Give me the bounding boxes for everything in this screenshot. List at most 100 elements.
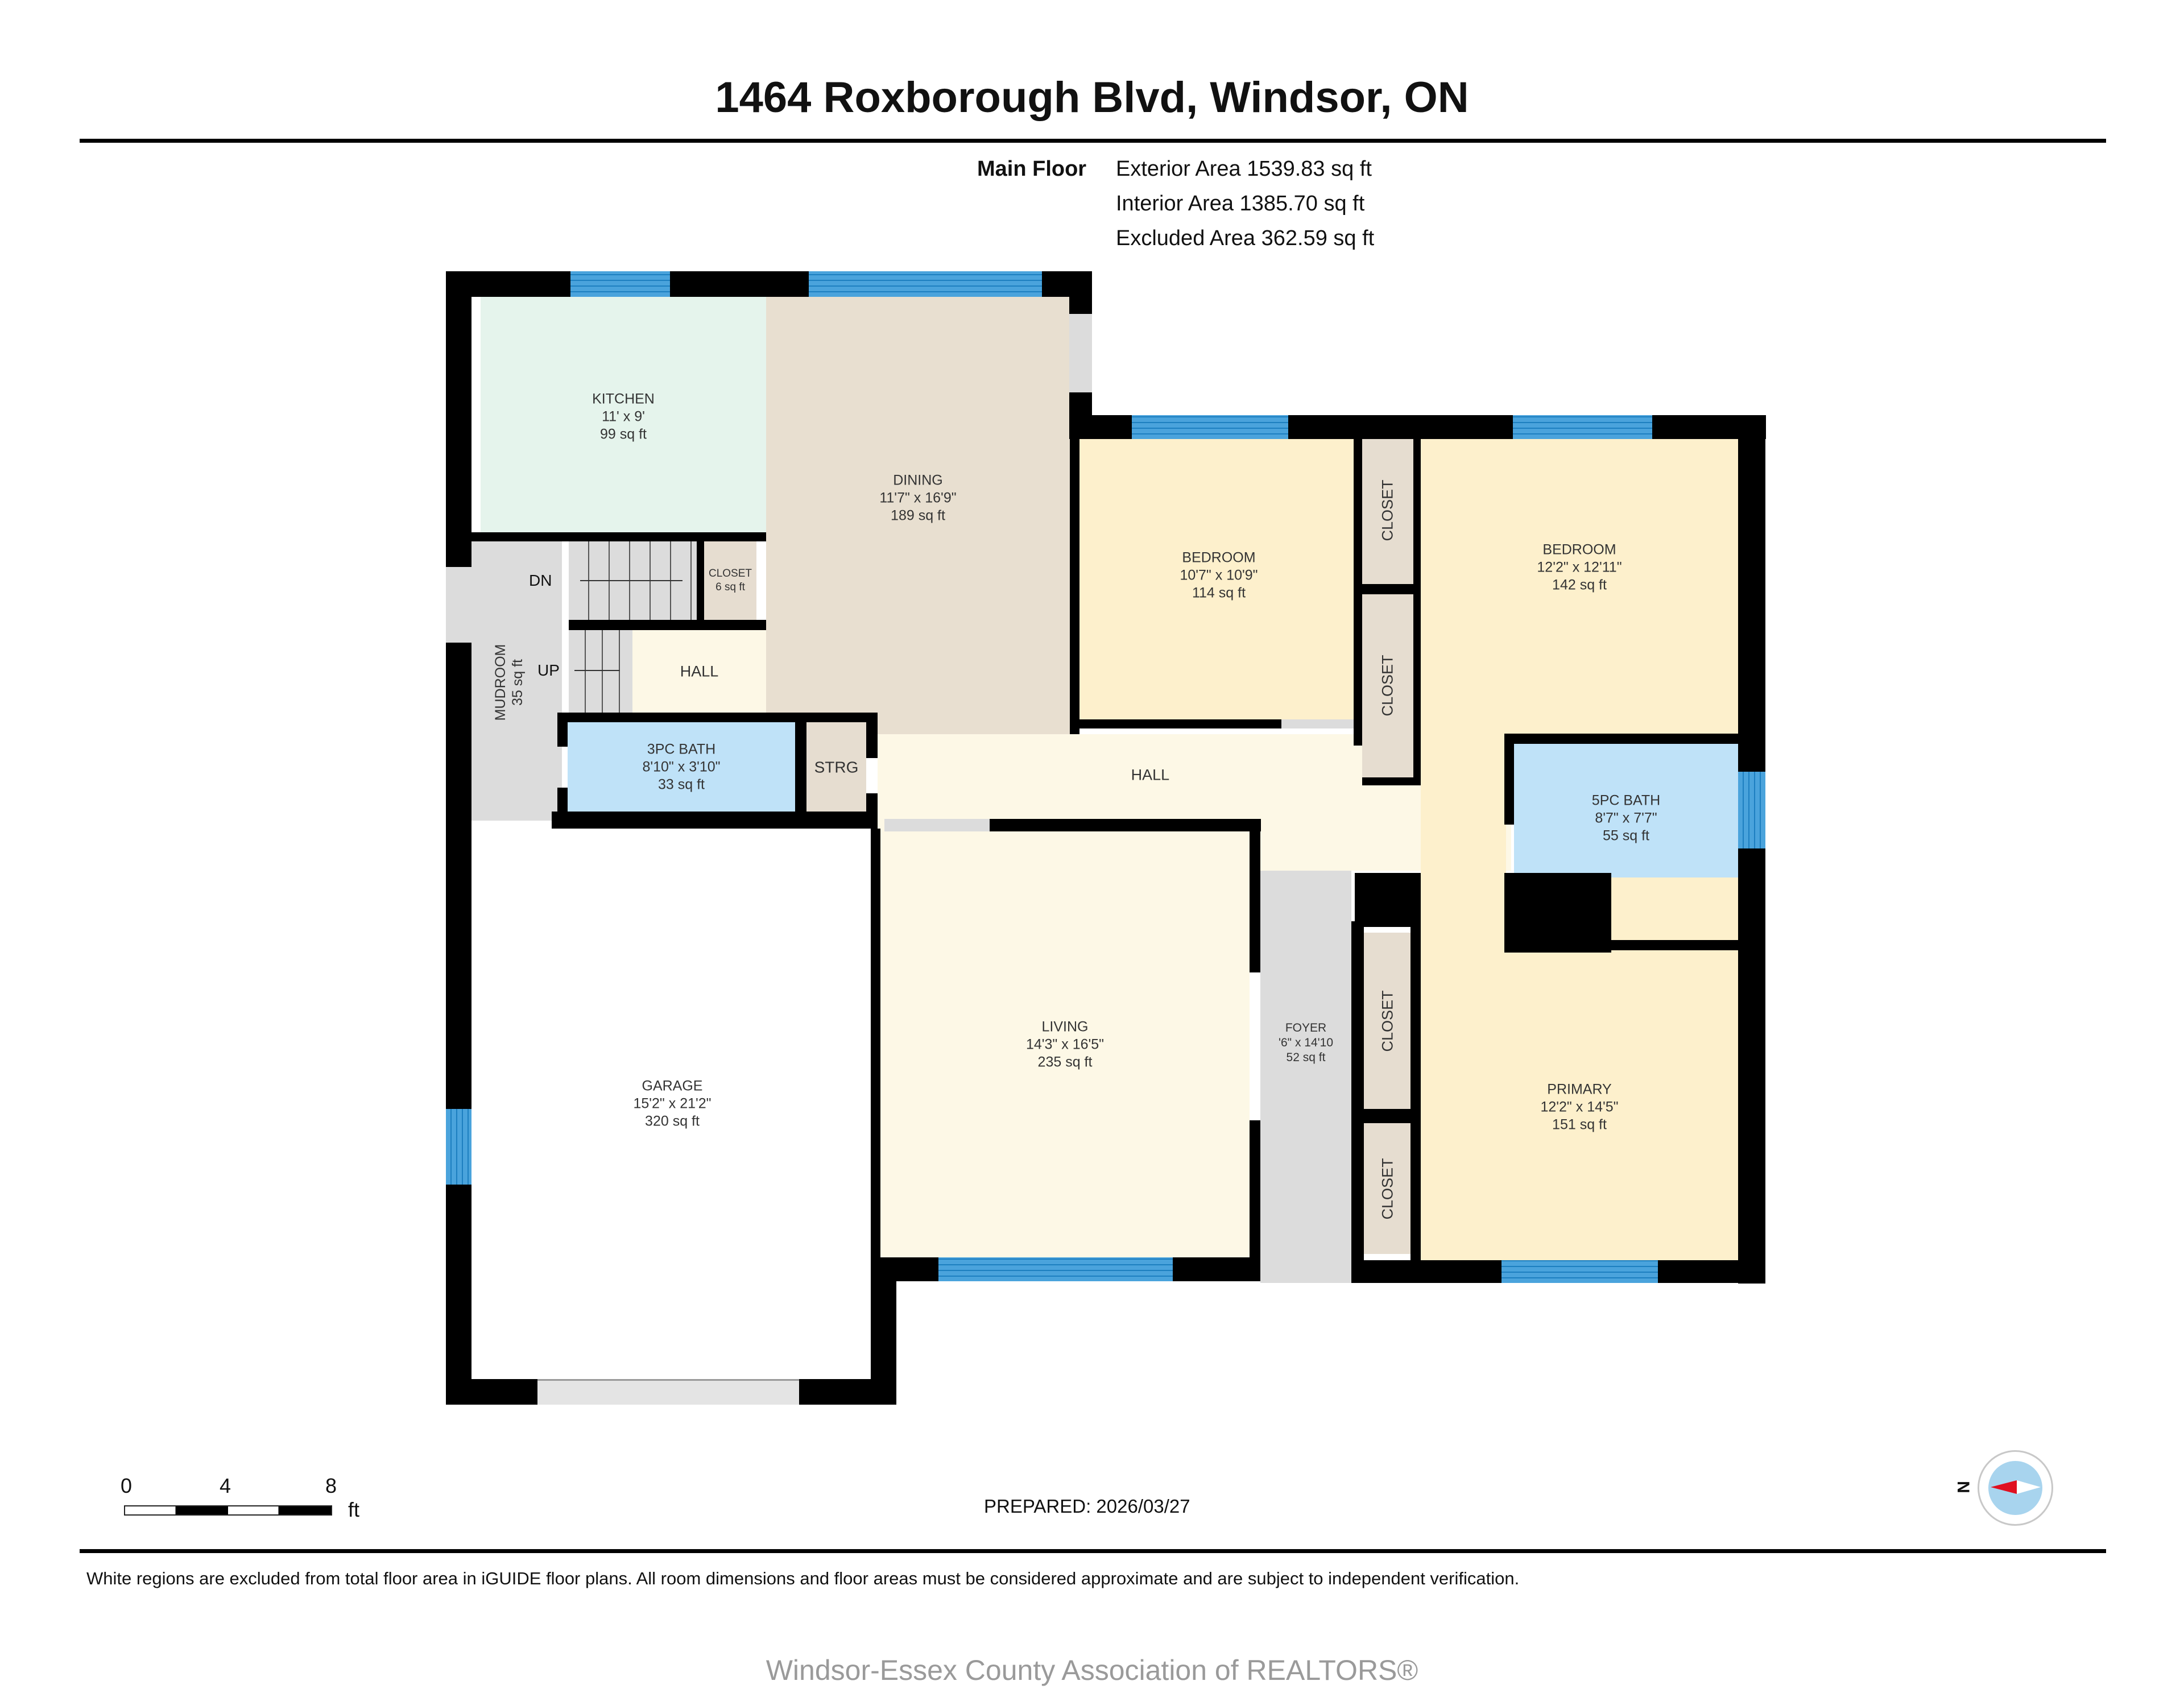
room-dims: 10'7" x 10'9" (1180, 567, 1258, 583)
wall-bed1-south (1079, 719, 1281, 728)
page-title: 1464 Roxborough Blvd, Windsor, ON (715, 73, 1469, 122)
room-name: MUDROOM (493, 644, 508, 721)
wall-bath5-north (1506, 734, 1738, 744)
door-dining-exterior (1069, 314, 1092, 392)
window-bedroom-1 (1132, 415, 1288, 439)
room-name: LIVING (1041, 1019, 1089, 1034)
closet-a-label: CLOSET (1379, 479, 1396, 541)
room-living: LIVING 14'3" x 16'5" 235 sq ft (880, 831, 1250, 1257)
room-dims: 8'7" x 7'7" (1595, 810, 1657, 826)
wall-ne-stub-2 (1069, 392, 1092, 418)
wall-living-north (990, 819, 1261, 831)
stairs-up-label: UP (537, 661, 560, 679)
wall-east (1738, 415, 1765, 1284)
room-closet-c (1364, 933, 1410, 1109)
window-dining (809, 271, 1042, 297)
prepared-date: PREPARED: 2026/03/27 (984, 1496, 1190, 1517)
compass-icon (1978, 1450, 2053, 1526)
interior-area: Interior Area 1385.70 sq ft (1116, 192, 1365, 216)
room-mudroom (471, 536, 562, 821)
wall-closet-divider (1362, 584, 1413, 594)
room-area: 142 sq ft (1552, 577, 1607, 593)
room-name: HALL (1131, 766, 1170, 784)
room-dims: 11'7" x 16'9" (879, 490, 957, 506)
wall-foyer-east (1351, 921, 1364, 1262)
wall-bed2-west (1413, 438, 1421, 780)
wall-living-east-b (1250, 1120, 1260, 1274)
door-mudroom-exterior (446, 567, 471, 643)
wall-ne-stub (1069, 271, 1092, 314)
closet-b-label: CLOSET (1379, 655, 1396, 717)
scale-tick-4: 4 (220, 1474, 231, 1497)
wall-living-west (871, 829, 880, 1257)
room-dims: '6" x 14'10 (1278, 1036, 1334, 1050)
room-name: 3PC BATH (647, 741, 716, 757)
scale-bar (124, 1505, 332, 1516)
stairs-up (569, 630, 632, 713)
scale-tick-0: 0 (121, 1474, 133, 1497)
room-closet-b (1362, 594, 1413, 777)
header-divider (80, 139, 2106, 143)
room-name: 5PC BATH (1591, 792, 1661, 809)
room-hall-small: HALL (632, 630, 766, 713)
compass-north-label: N (1953, 1481, 1972, 1493)
room-area: 33 sq ft (658, 776, 705, 792)
room-area: 189 sq ft (891, 507, 945, 524)
room-closet-a (1362, 438, 1413, 584)
window-bath-5 (1738, 772, 1765, 848)
window-bedroom-2 (1513, 415, 1652, 439)
wall-west-lower (446, 643, 471, 1405)
wall-kitchen-south (471, 532, 766, 541)
room-dims: 14'3" x 16'5" (1025, 1036, 1105, 1052)
wall-closet-small-west (697, 535, 704, 620)
wall-block-primary (1355, 873, 1421, 927)
room-area: 320 sq ft (645, 1113, 700, 1129)
room-dims: 12'2" x 14'5" (1540, 1099, 1619, 1115)
room-name: STRG (814, 758, 859, 776)
room-name: KITCHEN (592, 391, 655, 407)
wall-bath5-south (1611, 940, 1738, 950)
bedroom-passage (1421, 738, 1506, 880)
mechanical-block-2 (1504, 873, 1611, 953)
room-area: 35 sq ft (510, 659, 526, 706)
watermark: Windsor-Essex County Association of REAL… (766, 1654, 1418, 1686)
scale-tick-8: 8 (325, 1474, 337, 1497)
window-garage-side (446, 1109, 471, 1185)
scale-unit: ft (348, 1498, 360, 1521)
room-name: BEDROOM (1182, 549, 1256, 566)
stairs-up-arrow-icon (574, 670, 620, 671)
door-front-entry (1260, 1260, 1351, 1283)
compass-needle-icon (1991, 1480, 2041, 1494)
room-area: 52 sq ft (1286, 1051, 1326, 1065)
window-kitchen (570, 271, 670, 297)
room-name: PRIMARY (1547, 1081, 1612, 1098)
closet-d-label: CLOSET (1379, 1158, 1396, 1220)
disclaimer-text: White regions are excluded from total fl… (86, 1568, 1520, 1588)
mudroom-label: MUDROOM 35 sq ft (492, 631, 526, 734)
wall-bath5-west (1504, 734, 1514, 825)
wall-bed1-east (1354, 438, 1362, 746)
door-bedroom-1 (1281, 719, 1354, 728)
room-area: 99 sq ft (600, 426, 647, 442)
room-area: 151 sq ft (1552, 1116, 1607, 1133)
room-name: GARAGE (642, 1078, 703, 1094)
garage-door (537, 1379, 799, 1405)
room-area: 235 sq ft (1037, 1054, 1093, 1070)
room-dims: 15'2" x 21'2" (633, 1095, 712, 1112)
window-living (938, 1257, 1173, 1281)
wall-closet-bottom (1362, 777, 1421, 785)
room-area: 6 sq ft (715, 581, 745, 593)
wall-west-upper (446, 271, 471, 567)
room-area: 114 sq ft (1192, 585, 1246, 601)
room-dims: 8'10" x 3'10" (642, 759, 721, 775)
wall-dining-east (1070, 438, 1079, 734)
room-dims: 11' x 9' (602, 408, 645, 424)
window-primary (1502, 1260, 1658, 1283)
wall-garage-north (552, 812, 878, 829)
